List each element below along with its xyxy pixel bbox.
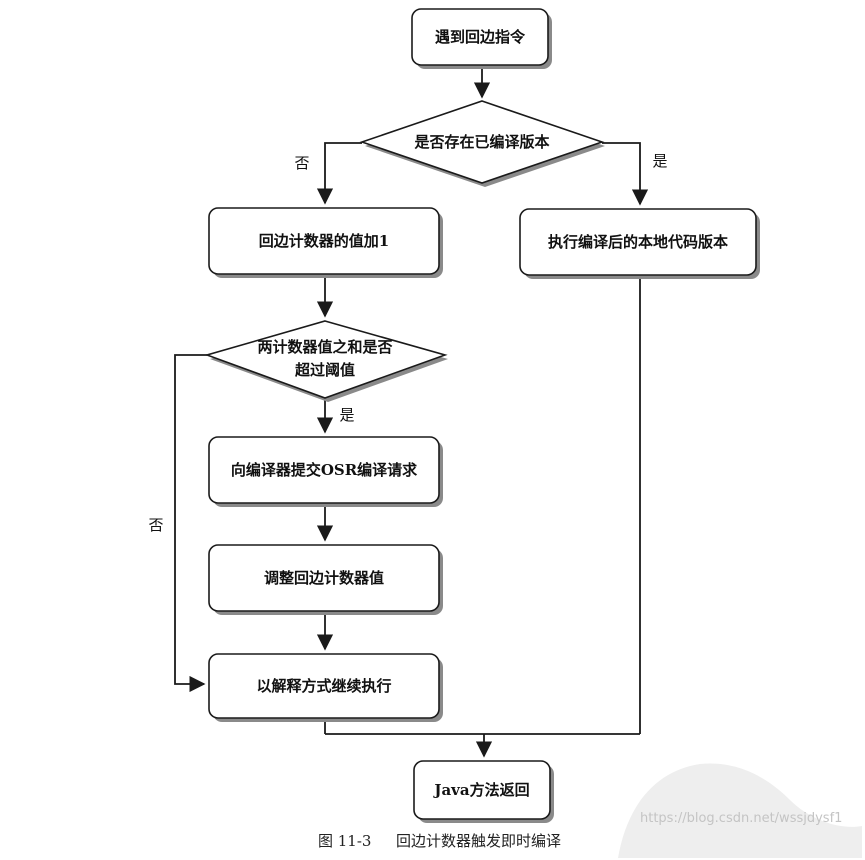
node-submit-osr: 向编译器提交OSR编译请求 — [208, 436, 443, 507]
node-start-label: 遇到回边指令 — [435, 28, 526, 46]
node-return: Java方法返回 — [413, 760, 554, 823]
edge-threshold-no — [174, 354, 207, 693]
edge-label-compiled-no: 否 — [294, 154, 309, 172]
node-submit-osr-label: 向编译器提交OSR编译请求 — [231, 461, 418, 479]
edge-check-no — [316, 142, 362, 205]
node-adjust-counter-label: 调整回边计数器值 — [264, 569, 384, 587]
node-check-compiled: 是否存在已编译版本 — [359, 100, 605, 187]
node-adjust-counter: 调整回边计数器值 — [208, 544, 443, 615]
node-interpret-label: 以解释方式继续执行 — [256, 677, 391, 695]
node-threshold-label-line2: 超过阈值 — [294, 361, 355, 379]
edge-check-yes — [602, 142, 649, 206]
connectors — [174, 66, 649, 758]
watermark: https://blog.csdn.net/wssjdysf1 — [618, 763, 862, 858]
node-return-label: Java方法返回 — [432, 781, 529, 799]
edge-label-compiled-yes: 是 — [652, 152, 667, 170]
node-exec-native-label: 执行编译后的本地代码版本 — [548, 233, 728, 251]
node-start: 遇到回边指令 — [411, 8, 552, 69]
figure-caption: 图 11-3 回边计数器触发即时编译 — [318, 832, 561, 850]
node-threshold: 两计数器值之和是否 超过阈值 — [204, 320, 448, 402]
node-increment-counter-label: 回边计数器的值加1 — [259, 232, 389, 250]
edge-label-threshold-no: 否 — [148, 516, 163, 534]
figure-number: 图 11-3 — [318, 832, 371, 850]
figure-title: 回边计数器触发即时编译 — [396, 832, 561, 850]
node-increment-counter: 回边计数器的值加1 — [208, 207, 443, 278]
node-check-compiled-label: 是否存在已编译版本 — [413, 133, 549, 151]
node-interpret: 以解释方式继续执行 — [208, 653, 443, 722]
node-threshold-label-line1: 两计数器值之和是否 — [257, 338, 392, 356]
watermark-url: https://blog.csdn.net/wssjdysf1 — [640, 811, 842, 826]
node-exec-native: 执行编译后的本地代码版本 — [519, 208, 760, 279]
edge-label-threshold-yes: 是 — [339, 406, 354, 424]
watermark-logo-icon — [618, 763, 862, 858]
